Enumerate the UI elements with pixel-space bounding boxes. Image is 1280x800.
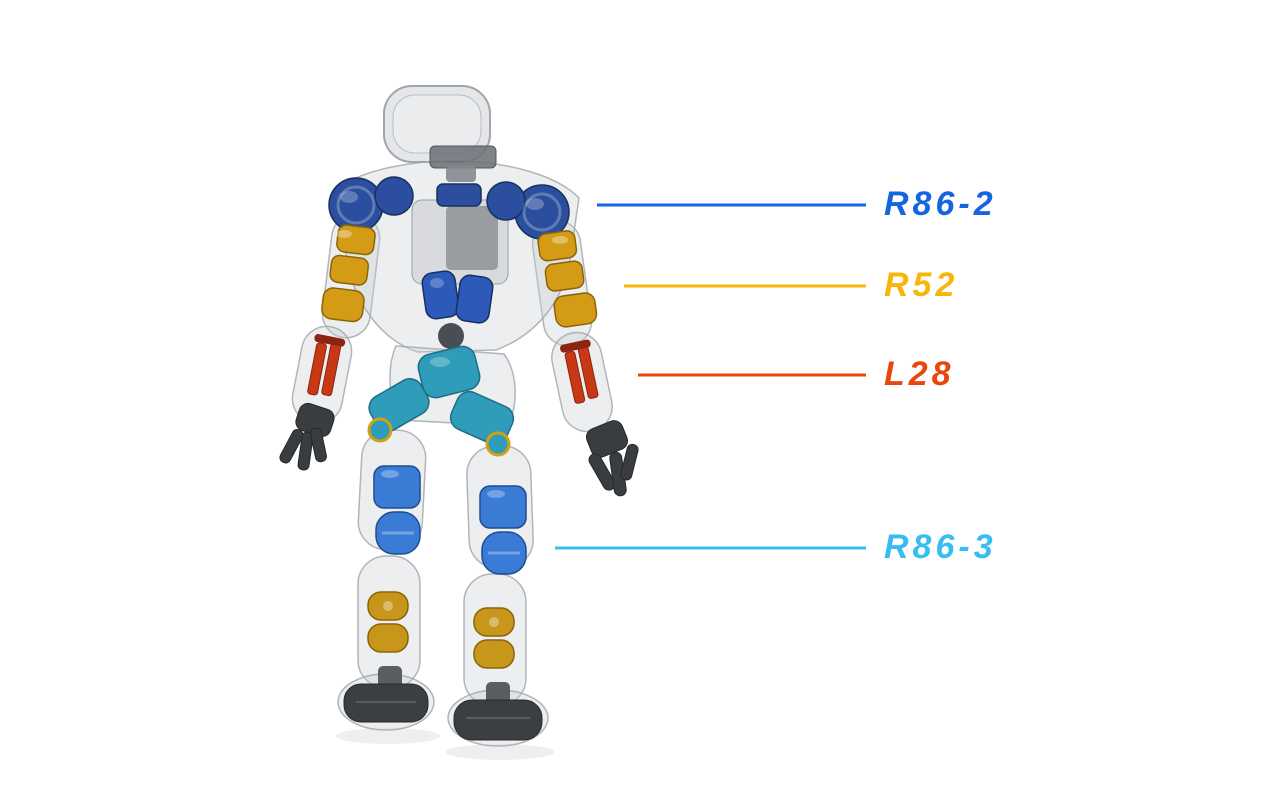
hip-actuators xyxy=(367,345,515,457)
ground-shadows xyxy=(336,728,554,760)
shoulder-actuators xyxy=(328,176,570,240)
forearm-actuators xyxy=(307,334,599,404)
callout-label-l28: L28 xyxy=(884,354,955,393)
robot-head xyxy=(383,85,497,182)
callout-label-r86-3: R86-3 xyxy=(884,527,997,566)
waist-ball-joint xyxy=(438,323,464,349)
right-hand xyxy=(585,420,639,497)
ankle-joints xyxy=(378,666,510,704)
callout-lines xyxy=(555,203,866,550)
waist-actuators xyxy=(421,270,494,324)
ankle-actuators xyxy=(367,591,515,669)
elbow-actuators xyxy=(321,224,598,328)
callout-label-r52: R52 xyxy=(884,265,959,304)
left-hand xyxy=(279,402,335,471)
callout-label-r86-2: R86-2 xyxy=(884,184,997,223)
knee-actuators xyxy=(373,465,527,575)
chest-internals xyxy=(411,199,509,285)
feet xyxy=(343,683,543,741)
